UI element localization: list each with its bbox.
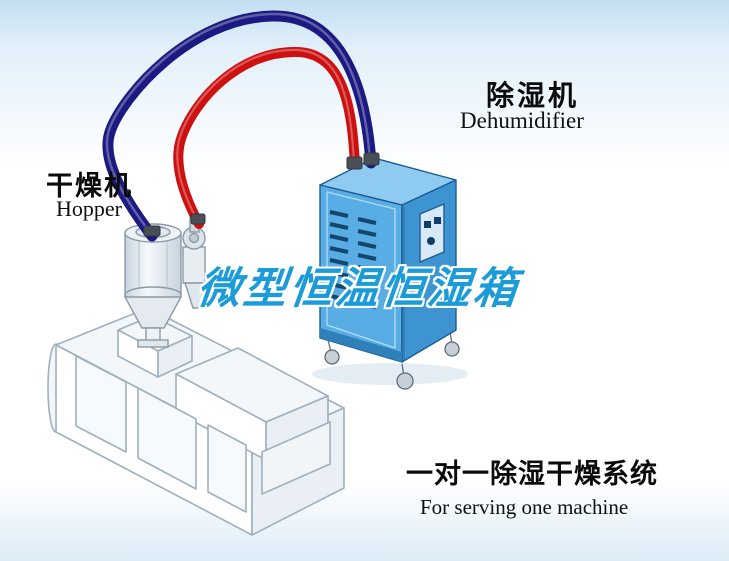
- hopper-dryer-illustration: [123, 217, 208, 348]
- system-title-zh: 一对一除湿干燥系统: [406, 459, 658, 489]
- system-subtitle-en: For serving one machine: [420, 495, 629, 519]
- dehumidifier-label-zh: 除湿机: [486, 80, 580, 111]
- control-panel: [419, 203, 445, 263]
- dehumidifier-label-en: Dehumidifier: [460, 108, 584, 133]
- cabinet-shadow: [312, 363, 468, 385]
- caster-wheels: [324, 331, 460, 390]
- watermark-text: 微型恒温恒湿箱: [195, 265, 523, 313]
- blue-pipe-highlight: [105, 12, 372, 236]
- hopper-label-zh: 干燥机: [46, 171, 133, 201]
- vent-slots: [329, 210, 377, 309]
- dehumidifier-illustration: [319, 157, 460, 390]
- red-supply-pipe: [173, 46, 360, 229]
- pipe-fittings: [143, 152, 380, 237]
- blue-return-pipe: [102, 10, 377, 242]
- extruder-machine-illustration: [47, 307, 345, 536]
- hopper-label-en: Hopper: [56, 196, 122, 221]
- red-pipe-highlight: [176, 48, 356, 224]
